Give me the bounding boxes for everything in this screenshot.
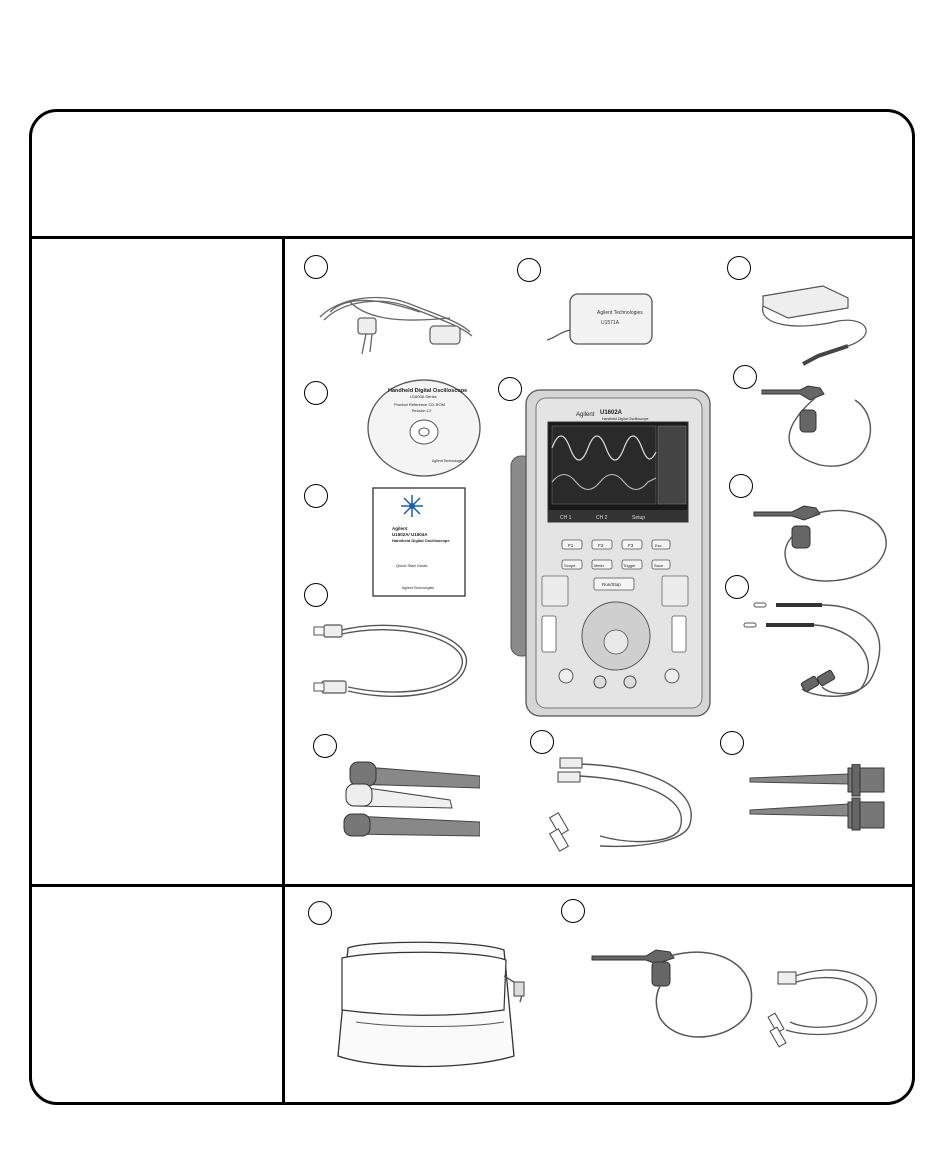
key-esc: Esc [655, 543, 662, 548]
callout-marker [304, 255, 328, 279]
accessories-table [29, 109, 915, 1105]
callout-marker [720, 731, 744, 755]
scope-brand: Agilent [576, 412, 595, 418]
section-divider [32, 884, 912, 887]
alligator-clips-illustration [343, 761, 480, 837]
battery-illustration: Agilent Technologies U1571A [546, 293, 653, 345]
key-f2: F2 [598, 543, 604, 548]
key-trigger: Trigger [623, 563, 636, 568]
probe-tips-illustration [749, 764, 885, 831]
callout-marker [729, 474, 753, 498]
callout-marker [308, 901, 332, 925]
key-run-stop: Run/Stop [602, 582, 621, 587]
probe-illustration [753, 505, 887, 582]
callout-marker [517, 258, 541, 282]
guide-models: U1602A/ U1604A [392, 532, 428, 537]
guide-doc-title: Quick Start Guide [396, 563, 428, 568]
scope-subtitle: Handheld Digital Oscilloscope [602, 417, 649, 421]
bnc-banana-cable-illustration [548, 757, 692, 852]
cd-brand: Agilent Technologies [432, 459, 464, 463]
cd-revision: Revision 1.0 [412, 409, 431, 413]
callout-marker [313, 734, 337, 758]
key-scope: Scope [564, 563, 576, 568]
column-divider [282, 236, 285, 1102]
probe-kit-illustration [591, 949, 878, 1048]
quick-start-guide-illustration: Agilent U1602A/ U1604A Handheld Digital … [372, 487, 466, 597]
guide-footer: Agilent Technologies [402, 586, 434, 590]
callout-marker [727, 256, 751, 280]
callout-marker [498, 377, 522, 401]
key-f1: F1 [568, 543, 574, 548]
header-divider [32, 236, 912, 239]
oscilloscope-illustration: Agilent U1602A Handheld Digital Oscillos… [510, 389, 711, 717]
probe-illustration [761, 385, 871, 467]
callout-marker [561, 899, 585, 923]
cd-series: U1600A Series [410, 394, 437, 399]
callout-marker [733, 365, 757, 389]
guide-product: Handheld Digital Oscilloscope [392, 538, 450, 543]
cd-title: Handheld Digital Oscilloscope [388, 388, 467, 394]
key-save: Save [654, 563, 664, 568]
test-leads-illustration [743, 602, 881, 697]
key-meter: Meter [594, 563, 605, 568]
softkey-ch1: CH 1 [560, 515, 572, 521]
callout-marker [304, 381, 328, 405]
cd-disc-title: Product Reference CD-ROM [394, 402, 445, 407]
scope-model: U1602A [600, 410, 623, 416]
callout-marker [304, 583, 328, 607]
battery-brand: Agilent Technologies [597, 310, 643, 316]
callout-marker [304, 484, 328, 508]
ac-adapter-illustration [762, 285, 867, 366]
callout-marker [725, 575, 749, 599]
key-f3: F3 [628, 543, 634, 548]
carrying-case-illustration [337, 941, 525, 1068]
guide-brand: Agilent [392, 526, 408, 531]
softkey-ch2: CH 2 [596, 515, 608, 521]
callout-marker [530, 730, 554, 754]
power-cord-illustration [319, 296, 473, 355]
usb-cable-illustration [313, 624, 467, 698]
battery-model: U1571A [601, 320, 620, 326]
softkey-setup: Setup [632, 515, 645, 521]
cd-rom-illustration: Handheld Digital Oscilloscope U1600A Ser… [367, 379, 481, 477]
